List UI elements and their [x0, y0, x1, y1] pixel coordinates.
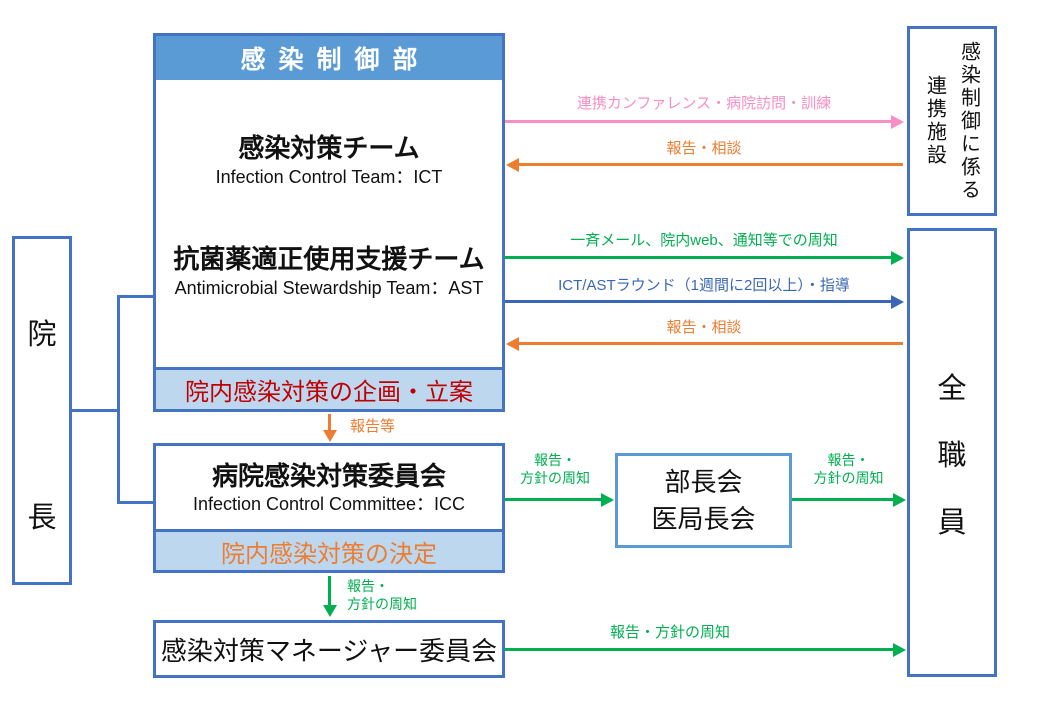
icc-subtitle: Infection Control Committee：ICC [192, 494, 466, 514]
partner-facilities-line2: 連携施設 [923, 75, 946, 167]
report-policy-bottom-label: 報告・方針の周知 [609, 624, 730, 641]
report-etc-arrow [328, 414, 331, 431]
report-policy-down-label: 報告・ 方針の周知 [347, 577, 417, 613]
ict-team-title: 感染対策チーム [238, 133, 420, 163]
ast-team: 抗菌薬適正使用支援チーム Antimicrobial Stewardship T… [156, 242, 502, 300]
connector-line-to-dept [117, 295, 153, 298]
report-policy-right-label-line1: 報告・ [827, 452, 870, 468]
infection-control-dept-box: 感染制御部 感染対策チーム Infection Control Team：ICT… [153, 33, 505, 412]
chiefs-meeting-line2: 医局長会 [651, 503, 756, 534]
icc-title: 病院感染対策委員会 [211, 461, 446, 491]
ast-team-title: 抗菌薬適正使用支援チーム [173, 244, 485, 274]
icc-footer-bar: 院内感染対策の決定 [156, 529, 502, 570]
rounds-label: ICT/ASTラウンド（1週間に2回以上）・指導 [558, 277, 850, 294]
conference-arrow [505, 120, 892, 123]
icc-title-block: 病院感染対策委員会 Infection Control Committee：IC… [156, 460, 502, 516]
report-consult-mid-label: 報告・相談 [666, 319, 742, 336]
report-policy-down-label-line1: 報告・ [347, 578, 389, 594]
report-policy-left-label-line1: 報告・ [534, 452, 576, 468]
report-policy-left-label: 報告・ 方針の周知 [503, 451, 607, 487]
report-consult-mid-arrow [518, 342, 903, 345]
ast-team-subtitle: Antimicrobial Stewardship Team：AST [174, 278, 484, 298]
ict-team-subtitle: Infection Control Team：ICT [215, 167, 443, 187]
report-policy-left-arrow [505, 498, 602, 501]
director-char-2: 長 [27, 502, 57, 534]
staff-char-3: 員 [937, 506, 967, 539]
report-policy-right-label: 報告・ 方針の周知 [790, 451, 907, 487]
mass-notify-label: 一斉メール、院内web、通知等での周知 [570, 232, 838, 249]
chiefs-meeting-box: 部長会 医局長会 [615, 453, 792, 548]
connector-line-to-icc [117, 501, 153, 504]
mass-notify-arrow [505, 256, 892, 259]
report-consult-top-arrow [518, 163, 903, 166]
ict-team: 感染対策チーム Infection Control Team：ICT [156, 131, 502, 189]
chiefs-meeting-line1: 部長会 [664, 466, 743, 497]
rounds-arrow [505, 300, 892, 303]
hospital-director-box: 院 長 [12, 236, 72, 585]
connector-line-director [72, 409, 117, 412]
partner-facilities-line1: 感染制御に係る [957, 40, 980, 202]
staff-char-1: 全 [937, 372, 967, 405]
dept-header: 感染制御部 [156, 36, 502, 80]
report-policy-bottom-arrow [505, 648, 894, 651]
report-etc-label: 報告等 [350, 418, 396, 435]
report-policy-down-arrow [328, 576, 331, 606]
conference-label: 連携カンファレンス・病院訪問・訓練 [576, 95, 832, 112]
report-consult-top-label: 報告・相談 [666, 140, 742, 157]
dept-footer-bar: 院内感染対策の企画・立案 [156, 367, 502, 409]
connector-line-vertical [117, 295, 120, 504]
manager-committee-title: 感染対策マネージャー委員会 [160, 635, 498, 666]
director-char-1: 院 [27, 319, 57, 351]
report-policy-down-label-line2: 方針の周知 [347, 596, 417, 612]
report-policy-right-arrow [792, 498, 894, 501]
infection-control-committee-box: 病院感染対策委員会 Infection Control Committee：IC… [153, 443, 505, 573]
staff-char-2: 職 [937, 439, 967, 472]
report-policy-right-label-line2: 方針の周知 [813, 470, 884, 486]
report-policy-left-label-line2: 方針の周知 [520, 470, 590, 486]
all-staff-box: 全 職 員 [907, 228, 997, 677]
partner-facilities-box: 感染制御に係る 連携施設 [907, 26, 997, 216]
manager-committee-box: 感染対策マネージャー委員会 [153, 620, 505, 678]
